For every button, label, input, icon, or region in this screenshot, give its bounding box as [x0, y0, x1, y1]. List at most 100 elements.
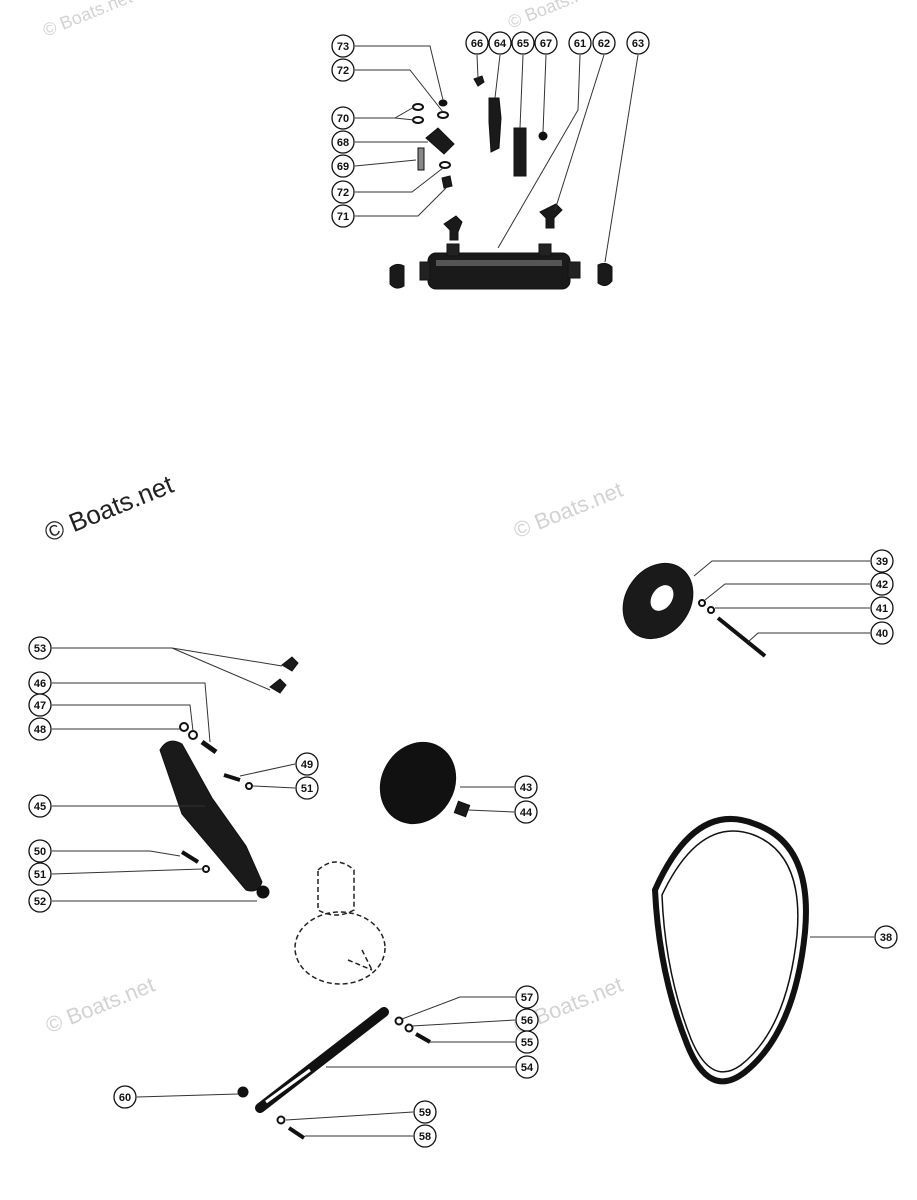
callout-circle [331, 58, 355, 82]
callout-number: 59 [419, 1107, 431, 1119]
callout-65: 65 [511, 31, 535, 55]
callout-number: 56 [521, 1015, 533, 1027]
callout-circle [331, 130, 355, 154]
disc-43 [379, 741, 457, 825]
callout-41: 41 [870, 596, 894, 620]
callout-number: 61 [574, 38, 586, 50]
washer-70b [412, 116, 424, 124]
callout-number: 52 [34, 896, 46, 908]
bolt-40 [716, 616, 767, 658]
callout-63: 63 [626, 31, 650, 55]
leader-line [136, 1093, 239, 1098]
callout-number: 50 [34, 846, 46, 858]
callout-39: 39 [870, 549, 894, 573]
callout-circle [28, 889, 52, 913]
callout-circle [331, 204, 355, 228]
leader-line [171, 647, 271, 691]
callout-circle [413, 1100, 437, 1124]
callout-66: 66 [465, 31, 489, 55]
callout-circle [870, 572, 894, 596]
callout-number: 54 [521, 1062, 534, 1074]
callout-73: 73 [331, 34, 355, 58]
washer-59 [276, 1115, 286, 1125]
callout-number: 63 [632, 38, 644, 50]
elbow-fitting-left [443, 215, 463, 241]
bolt-55 [415, 1032, 431, 1044]
leader-line [401, 996, 515, 1020]
leader-line [704, 583, 870, 601]
callout-circle [28, 839, 52, 863]
washer-41 [707, 606, 715, 614]
callout-number: 69 [337, 161, 349, 173]
rod-54-slot [265, 1068, 311, 1104]
cooler-end-cap-right [597, 262, 613, 287]
callout-47: 47 [28, 693, 52, 717]
leader-line [355, 187, 447, 217]
callout-number: 68 [337, 137, 349, 149]
callout-circle [331, 106, 355, 130]
callout-circle [568, 31, 592, 55]
bolt-46 [200, 739, 218, 755]
leader-line [355, 69, 444, 113]
leader-line [355, 167, 444, 193]
callout-40: 40 [870, 621, 894, 645]
callout-58: 58 [413, 1124, 437, 1148]
leader-line [239, 763, 296, 777]
bracket-45 [159, 740, 263, 892]
callout-number: 49 [301, 759, 313, 771]
callout-55: 55 [515, 1030, 539, 1054]
callout-54: 54 [515, 1055, 539, 1079]
callout-circle [626, 31, 650, 55]
callout-49: 49 [295, 752, 319, 776]
callout-circle [870, 596, 894, 620]
leader-line [354, 159, 417, 167]
callout-number: 73 [337, 41, 349, 53]
washer-42 [698, 599, 706, 607]
washer-73 [438, 99, 448, 107]
callout-number: 65 [517, 38, 529, 50]
callout-61: 61 [568, 31, 592, 55]
leader-line [252, 785, 296, 789]
callout-number: 70 [337, 113, 349, 125]
washer-70a [412, 103, 424, 111]
callout-60: 60 [113, 1085, 137, 1109]
hose-clamp-64 [488, 97, 502, 153]
callout-68: 68 [331, 130, 355, 154]
elbow-53b [269, 678, 287, 694]
callout-67: 67 [534, 31, 558, 55]
bracket-68 [425, 127, 455, 155]
callout-circle [28, 693, 52, 717]
callout-64: 64 [488, 31, 512, 55]
callout-59: 59 [413, 1100, 437, 1124]
bolt-58 [287, 1126, 306, 1140]
callout-circle [331, 34, 355, 58]
callout-circle [295, 752, 319, 776]
callout-number: 51 [34, 869, 46, 881]
leader-line [52, 647, 283, 667]
callout-circle [331, 154, 355, 178]
callout-circle [514, 775, 538, 799]
callout-circle [515, 1030, 539, 1054]
callout-number: 45 [34, 801, 46, 813]
callout-number: 42 [876, 579, 888, 591]
callout-circle [295, 776, 319, 800]
callout-53: 53 [28, 636, 52, 660]
callout-circle [514, 800, 538, 824]
callout-48: 48 [28, 717, 52, 741]
callout-number: 43 [520, 782, 532, 794]
washer-51b [202, 865, 210, 873]
nut-60 [237, 1086, 249, 1098]
callout-45: 45 [28, 794, 52, 818]
washer-48 [179, 722, 189, 732]
cooler-body [419, 243, 581, 290]
callout-51: 51 [295, 776, 319, 800]
callout-44: 44 [514, 800, 538, 824]
bolt-49 [223, 773, 241, 782]
leader-line [519, 54, 524, 129]
callout-57: 57 [515, 985, 539, 1009]
dashed-reference-outline [294, 861, 386, 985]
callout-circle [511, 31, 535, 55]
cooler-end-cap-left [389, 263, 405, 289]
